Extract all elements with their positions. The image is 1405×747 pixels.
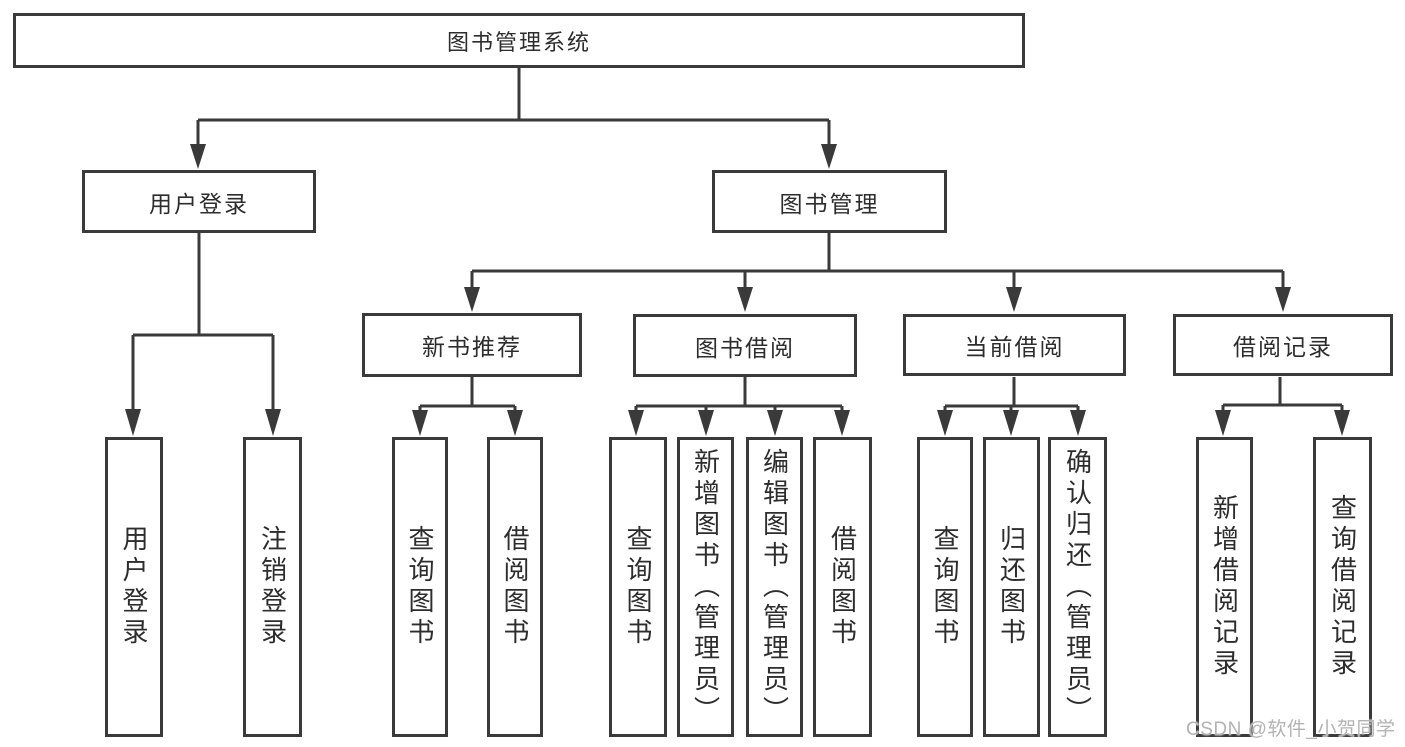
leaf-bb-query-books: 查询图书 xyxy=(609,437,667,737)
leaf-bb-edit-book-admin-label: 编辑图书（管理员） xyxy=(759,447,790,727)
leaf-br-query-borrow-record: 查询借阅记录 xyxy=(1313,437,1372,737)
leaf-nb-query-books: 查询图书 xyxy=(392,437,448,737)
leaf-cb-query-books: 查询图书 xyxy=(917,437,973,737)
node-user-login-label: 用户登录 xyxy=(149,190,249,217)
node-root-label: 图书管理系统 xyxy=(446,29,591,55)
leaf-cb-return-books-label: 归还图书 xyxy=(996,525,1027,649)
watermark: CSDN @软件_小贺同学 xyxy=(1186,719,1396,740)
leaf-logout-login-label: 注销登录 xyxy=(257,525,288,649)
node-book-borrow-label: 图书借阅 xyxy=(695,334,795,361)
leaf-cb-return-books: 归还图书 xyxy=(983,437,1040,737)
node-book-management-label: 图书管理 xyxy=(779,190,880,217)
node-root: 图书管理系统 xyxy=(13,13,1025,68)
leaf-br-add-borrow-record: 新增借阅记录 xyxy=(1196,437,1253,737)
leaf-bb-borrow-books-label: 借阅图书 xyxy=(827,525,858,649)
leaf-user-login: 用户登录 xyxy=(105,437,163,737)
leaf-bb-add-book-admin: 新增图书（管理员） xyxy=(677,437,734,737)
leaf-logout-login: 注销登录 xyxy=(243,437,302,737)
leaf-nb-borrow-books-label: 借阅图书 xyxy=(500,525,530,649)
leaf-nb-query-books-label: 查询图书 xyxy=(405,525,435,649)
node-current-borrow: 当前借阅 xyxy=(903,314,1126,376)
leaf-cb-query-books-label: 查询图书 xyxy=(930,525,960,649)
leaf-br-add-borrow-record-label: 新增借阅记录 xyxy=(1209,494,1240,680)
node-book-management: 图书管理 xyxy=(712,170,947,233)
node-new-book-recommend-label: 新书推荐 xyxy=(422,334,522,360)
node-borrow-records-label: 借阅记录 xyxy=(1233,334,1333,360)
node-new-book-recommend: 新书推荐 xyxy=(362,313,582,377)
node-book-borrow: 图书借阅 xyxy=(633,314,857,377)
arrowheads xyxy=(125,144,1350,436)
node-borrow-records: 借阅记录 xyxy=(1173,314,1393,376)
leaf-user-login-label: 用户登录 xyxy=(119,525,149,649)
leaf-nb-borrow-books: 借阅图书 xyxy=(487,437,543,737)
leaf-bb-add-book-admin-label: 新增图书（管理员） xyxy=(690,447,721,727)
leaf-cb-confirm-return-admin-label: 确认归还（管理员） xyxy=(1062,447,1093,727)
leaf-cb-confirm-return-admin: 确认归还（管理员） xyxy=(1048,437,1107,737)
node-user-login: 用户登录 xyxy=(82,170,316,233)
leaf-bb-edit-book-admin: 编辑图书（管理员） xyxy=(746,437,803,737)
leaf-bb-query-books-label: 查询图书 xyxy=(623,525,653,649)
node-current-borrow-label: 当前借阅 xyxy=(964,334,1065,360)
leaf-bb-borrow-books: 借阅图书 xyxy=(813,437,872,737)
leaf-br-query-borrow-record-label: 查询借阅记录 xyxy=(1327,494,1358,680)
